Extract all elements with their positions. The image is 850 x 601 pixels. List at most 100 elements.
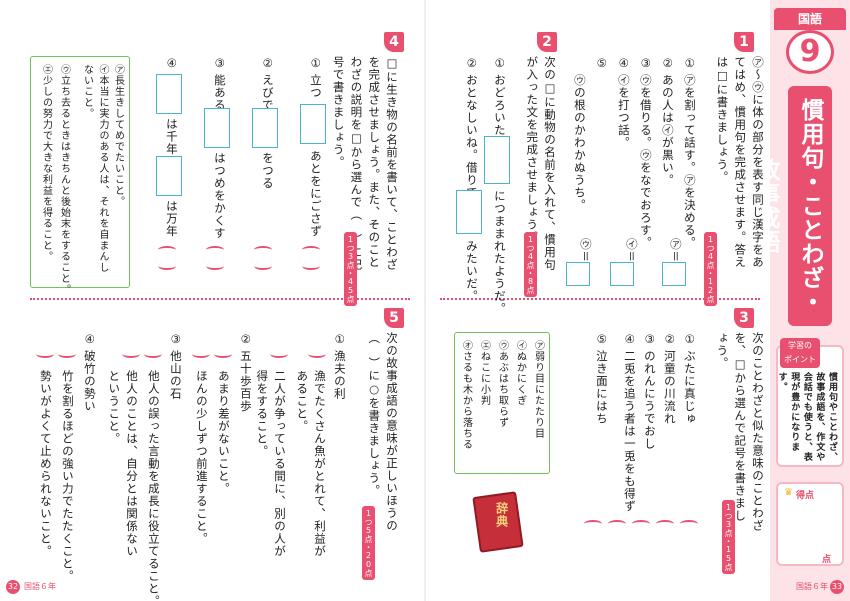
q5-instruction: 次の故事成語の意味が正しいほうの（ ）に○を書きましょう。: [367, 332, 399, 532]
q4-item-2-box[interactable]: [252, 108, 278, 148]
q5-item-1-b: 二人が争っている間に、別の人が得をすること。: [255, 370, 287, 558]
q1-item-2-no: ②: [660, 56, 675, 71]
q4-item-3-after: はつめをかくす: [212, 152, 227, 240]
q1-item-5-no: ⑤: [594, 56, 609, 71]
q4-item-3-before: 能ある: [212, 74, 227, 112]
q3-item-1-no: ①: [682, 332, 697, 347]
q5-item-2-a-paren[interactable]: [214, 350, 232, 358]
q4-item-4-no: ④: [164, 56, 179, 71]
q4-paren-2-top[interactable]: [254, 246, 272, 254]
q3-answer-3[interactable]: [632, 520, 650, 528]
q5-item-4-a-paren[interactable]: [58, 350, 76, 358]
q4-instruction: □に生き物の名前を書いて、ことわざを完成させましょう。また、そのことわざの説明を…: [331, 56, 399, 271]
tip-label: 学習の ポイント: [780, 338, 820, 368]
q2-item-2-box[interactable]: [456, 190, 482, 234]
page-gutter: [424, 0, 426, 601]
q4-item-2-no: ②: [260, 56, 275, 71]
score-label: 得点: [796, 491, 815, 501]
q5-item-4-term: 破竹の勢い: [82, 350, 97, 413]
q3-option-1: ㋐弱り目にたたり目: [532, 340, 544, 439]
q1-answer-b-label: ㋑＝: [624, 238, 639, 263]
q1-answer-a-box[interactable]: [662, 262, 686, 286]
q4-option-4: ㋓少しの努力で大きな利益を得ること。: [40, 64, 52, 262]
q4-paren-1-bottom[interactable]: [302, 262, 320, 270]
q2-item-2-before: おとなしいね。借りてきた: [464, 74, 479, 224]
unit-number-badge: 9: [786, 30, 834, 74]
q4-option-1: ㋐長生きしてめでたいこと。: [112, 64, 124, 207]
q3-answer-5[interactable]: [584, 520, 602, 528]
q3-option-4: ㋓ねこに小判: [478, 340, 490, 406]
q5-item-1-no: ①: [332, 332, 347, 347]
q5-item-2-term: 五十歩百歩: [238, 350, 253, 413]
q4-paren-4-top[interactable]: [158, 246, 176, 254]
q4-option-3: ㋒立ち去るときはきちんと後始末をすること。: [58, 64, 70, 295]
q3-item-3: のれんにうでおし: [642, 350, 657, 450]
q1-item-3: ㋒を借りる。㋒をなでおろす。: [638, 74, 653, 249]
q4-item-4-after2: は万年: [164, 200, 179, 238]
q4-item-1-no: ①: [308, 56, 323, 71]
q3-answer-2[interactable]: [656, 520, 674, 528]
q4-item-3-box[interactable]: [204, 108, 230, 148]
q4-item-1-after: あとをにごさず: [308, 150, 323, 238]
q4-paren-3-bottom[interactable]: [206, 262, 224, 270]
q3-item-3-no: ③: [642, 332, 657, 347]
q5-item-2-b-paren[interactable]: [192, 350, 210, 358]
q5-item-1-term: 漁夫の利: [332, 350, 347, 400]
q4-paren-3-top[interactable]: [206, 246, 224, 254]
q5-item-3-b: 他人のことは、自分とは関係ないということ。: [107, 370, 139, 558]
divider-right: [440, 298, 760, 300]
q3-number: 3: [734, 308, 754, 328]
q5-item-3-a-paren[interactable]: [144, 350, 162, 358]
q4-paren-2-bottom[interactable]: [254, 262, 272, 270]
q5-item-1-b-paren[interactable]: [270, 350, 288, 358]
q2-item-1-after: につままれたようだ。: [492, 190, 507, 315]
q5-number: 5: [384, 308, 404, 328]
q4-item-4-after: は千年、: [164, 118, 179, 168]
q3-item-5-no: ⑤: [594, 332, 609, 347]
tip-text: 慣用句やことわざ、故事成語を、作文や会話でも使うと、表現が豊かになります。: [776, 372, 837, 462]
q2-score: 1つ4点・8点: [524, 232, 537, 297]
tip-label-line1: 学習の: [788, 341, 812, 350]
q4-item-2-after: をつる: [260, 152, 275, 190]
q3-instruction: 次のことわざと似た意味のことわざを、□から選んで記号を書きましょう。: [715, 332, 765, 532]
q2-item-1-box[interactable]: [484, 136, 510, 184]
q3-answer-4[interactable]: [608, 520, 626, 528]
footer-right-page: 33: [830, 580, 844, 594]
q5-item-4-a: 竹を割るほどの強い力でたたくこと。: [60, 370, 75, 583]
q4-item-1-box[interactable]: [300, 104, 326, 144]
crown-icon: ♛: [784, 487, 793, 498]
q5-item-3-b-paren[interactable]: [122, 350, 140, 358]
q4-item-1-before: 立つ: [308, 74, 323, 99]
q4-item-4-box-b[interactable]: [156, 156, 182, 196]
q3-option-3: ㋒あぶはち取らず: [496, 340, 508, 428]
q4-paren-4-bottom[interactable]: [158, 262, 176, 270]
q1-answer-c-box[interactable]: [566, 262, 590, 286]
q1-answer-b-box[interactable]: [610, 262, 634, 286]
q4-option-2: ㋑本当に実力のある人は、それを自まんしないこと。: [81, 64, 109, 273]
score-unit: 点: [822, 555, 832, 565]
q3-options-box: [454, 332, 550, 474]
q2-item-1-no: ①: [492, 56, 507, 71]
q1-instruction: ㋐〜㋒に体の部分を表す同じ漢字をあてはめ、慣用句を完成させます。答えは□に書きま…: [715, 56, 765, 269]
divider-left: [30, 298, 410, 300]
q1-item-1: ㋐を割って話す。㋐を決める。: [682, 74, 697, 249]
subject-tab: 国語: [774, 8, 846, 30]
score-box[interactable]: [776, 482, 844, 566]
q1-item-4-no: ④: [616, 56, 631, 71]
unit-title: 慣用句・ことわざ・故事成語: [753, 86, 832, 326]
q5-item-4-no: ④: [82, 332, 97, 347]
q4-paren-1-top[interactable]: [302, 246, 320, 254]
q3-score: 1つ3点・15点: [722, 500, 735, 574]
q2-item-2-after: みたいだ。: [464, 240, 479, 303]
q3-answer-1[interactable]: [680, 520, 698, 528]
q5-item-4-b-paren[interactable]: [36, 350, 54, 358]
q5-score: 1つ5点・20点: [362, 506, 375, 580]
q3-item-1: ぶたに真じゅ: [682, 350, 697, 425]
q3-item-2-no: ②: [662, 332, 677, 347]
q5-item-1-a-paren[interactable]: [308, 350, 326, 358]
q4-item-4-box-a[interactable]: [156, 74, 182, 114]
tip-label-line2: ポイント: [784, 355, 816, 364]
footer-left-label: 国語６年: [24, 582, 56, 591]
q1-item-4: ㋑を打つ話。: [616, 74, 631, 149]
